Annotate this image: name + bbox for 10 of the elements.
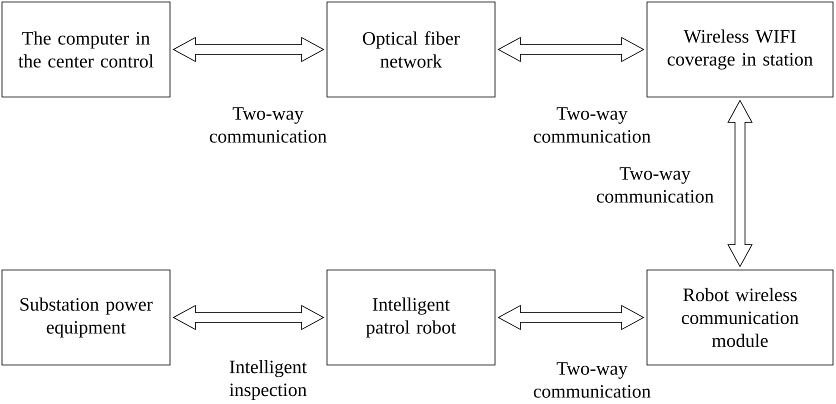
process-box: Wireless WIFI coverage in station xyxy=(646,2,834,98)
edge-label: Two-way communication xyxy=(534,107,651,143)
process-box: Substation power equipment xyxy=(2,270,170,366)
edge-label: Intelligent inspection xyxy=(230,360,307,400)
process-box: Robot wireless communication module xyxy=(646,270,834,366)
process-box: The computer in the center control xyxy=(2,2,170,98)
process-box: Optical fiber network xyxy=(326,2,496,98)
edge-label: Two-way communication xyxy=(210,107,327,143)
edge-label: Two-way communication xyxy=(596,167,714,203)
process-box: Intelligent patrol robot xyxy=(326,270,496,366)
